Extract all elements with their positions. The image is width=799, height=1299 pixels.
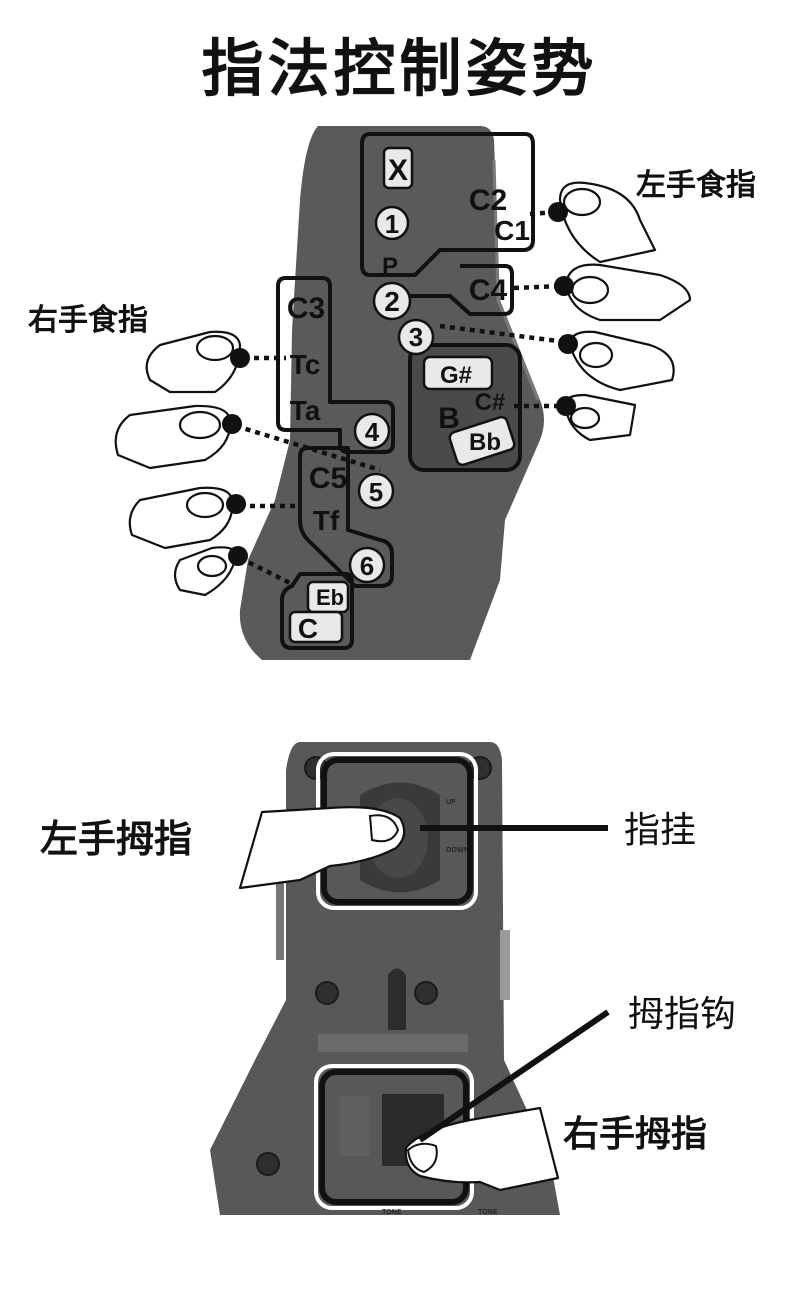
key-5-label: 5 — [369, 477, 383, 507]
tone-label: TONE — [477, 1208, 497, 1216]
key-c5-label: C5 — [309, 462, 347, 495]
leader-c4 — [513, 283, 563, 291]
leader-3 — [439, 323, 567, 345]
key-c4-label: C4 — [469, 274, 508, 307]
right-hand-fingers — [114, 330, 242, 597]
instrument-front-body — [239, 126, 544, 660]
left-thumb-label: 左手拇指 — [40, 817, 192, 861]
right-index-finger-label: 右手食指 — [28, 303, 148, 338]
key-c-label: C — [298, 613, 318, 644]
key-6-label: 6 — [360, 551, 374, 581]
key-ta-label: Ta — [290, 395, 321, 426]
key-3-cap — [397, 318, 435, 356]
right-thumb-label: 右手拇指 — [563, 1114, 707, 1155]
right-upper-key-outline — [276, 276, 395, 454]
key-bflat-cap — [448, 415, 516, 467]
key-x-label: X — [388, 154, 408, 187]
fingertip-dot — [554, 276, 574, 296]
fingertip-dot — [226, 494, 246, 514]
key-x-cap — [382, 146, 414, 190]
key-gsharp-label: G# — [440, 362, 472, 389]
fingertip-dot — [230, 348, 250, 368]
key-1-cap — [374, 205, 410, 241]
thumb-hook-label: 拇指钩 — [628, 994, 736, 1035]
fingertip-dot — [548, 202, 568, 222]
key-4-label: 4 — [365, 417, 380, 447]
fingertip-dot — [222, 414, 242, 434]
key-2-label: 2 — [384, 286, 400, 317]
key-tc-label: Tc — [290, 349, 321, 380]
up-label: UP — [446, 798, 455, 806]
key-c-cap — [288, 610, 344, 644]
key-c1-label: C1 — [494, 215, 530, 246]
left-index-finger-label: 左手食指 — [636, 168, 756, 203]
key-csharp-label: C# — [475, 389, 506, 416]
key-gsharp-cap — [422, 355, 494, 391]
key-tf-label: Tf — [313, 505, 340, 536]
finger-hook-label: 指挂 — [624, 810, 696, 851]
right-lower-key-outline — [298, 446, 394, 588]
key-c3-label: C3 — [287, 292, 325, 325]
fingertip-dot — [556, 396, 576, 416]
fingertip-dot — [558, 334, 578, 354]
key-4-cap — [353, 412, 391, 450]
ltp-key-outline — [280, 572, 354, 650]
key-6-cap — [348, 546, 386, 584]
rear-slot — [388, 968, 406, 1030]
page-title: 指法控制姿势 — [201, 32, 598, 105]
key-p-label: P — [382, 253, 398, 280]
key-c2-label: C2 — [469, 184, 507, 217]
fingertip-dot — [228, 546, 248, 566]
down-label: DOWN — [446, 846, 469, 854]
upper-key-group-outline — [360, 132, 535, 277]
key-bflat-label: Bb — [469, 429, 501, 456]
c4-key-outline — [380, 264, 514, 316]
key-2-cap — [372, 281, 412, 321]
key-b-label: B — [438, 402, 460, 435]
key-1-label: 1 — [385, 209, 399, 239]
key-eflat-label: Eb — [316, 585, 344, 610]
key-5-cap — [357, 472, 395, 510]
left-thumb — [238, 806, 406, 890]
key-3-label: 3 — [409, 322, 423, 352]
tone-label: TONE — [381, 1208, 401, 1216]
leader-thumb-hook — [418, 1009, 610, 1143]
left-hand-fingers — [558, 181, 692, 442]
